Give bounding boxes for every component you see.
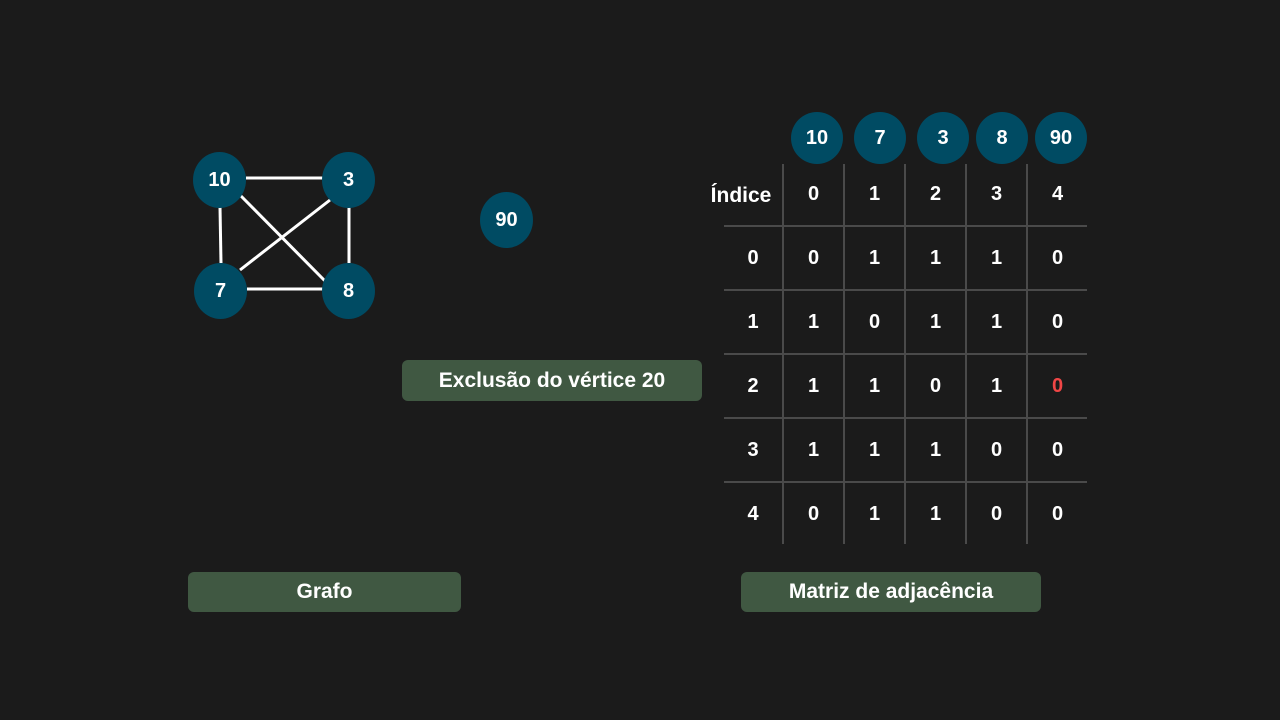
matrix-row-index: 2 [747, 374, 759, 397]
matrix-cell: 0 [1051, 246, 1064, 269]
grid-line [724, 417, 1087, 419]
matrix-cell: 0 [807, 246, 820, 269]
matrix-cell: 1 [929, 246, 942, 269]
graph-node-8[interactable]: 8 [322, 263, 375, 319]
matrix-cell: 1 [868, 374, 881, 397]
edge-10-8 [238, 193, 328, 284]
matrix-cell-highlighted: 0 [1051, 374, 1064, 397]
matrix-cell: 1 [929, 310, 942, 333]
matrix-header-vertex: 3 [917, 112, 969, 164]
graph-node-3[interactable]: 3 [322, 152, 375, 208]
matrix-cell: 1 [807, 374, 820, 397]
matrix-header-vertex: 90 [1035, 112, 1087, 164]
matrix-cell: 1 [929, 502, 942, 525]
matrix-row-index: 0 [747, 246, 759, 269]
matrix-col-index: 4 [1051, 182, 1064, 205]
matrix-cell: 1 [868, 438, 881, 461]
matrix-header-vertex: 7 [854, 112, 906, 164]
matrix-row-index: 1 [747, 310, 759, 333]
grid-line [724, 481, 1087, 483]
matrix-cell: 0 [807, 502, 820, 525]
matrix-cell: 0 [1051, 310, 1064, 333]
matrix-cell: 1 [990, 374, 1003, 397]
matrix-cell: 0 [1051, 438, 1064, 461]
matrix-cell: 1 [990, 310, 1003, 333]
matrix-cell: 0 [868, 310, 881, 333]
matrix-row-index: 4 [747, 502, 759, 525]
matrix-header-vertex: 10 [791, 112, 843, 164]
matrix-caption: Matriz de adjacência [741, 572, 1041, 612]
matrix-row-index: 3 [747, 438, 759, 461]
edge-10-7 [218, 206, 223, 264]
matrix-col-index: 3 [990, 182, 1003, 205]
graph-caption: Grafo [188, 572, 461, 612]
matrix-cell: 0 [990, 502, 1003, 525]
matrix-cell: 0 [929, 374, 942, 397]
matrix-corner-label: Índice [710, 184, 772, 207]
matrix-cell: 0 [990, 438, 1003, 461]
matrix-header-vertex: 8 [976, 112, 1028, 164]
matrix-cell: 0 [1051, 502, 1064, 525]
grid-line [724, 225, 1087, 227]
status-message: Exclusão do vértice 20 [402, 360, 702, 401]
matrix-col-index: 0 [807, 182, 820, 205]
edge-3-7 [239, 198, 331, 272]
matrix-cell: 1 [868, 246, 881, 269]
matrix-col-index: 1 [868, 182, 881, 205]
matrix-cell: 1 [807, 310, 820, 333]
grid-line [724, 289, 1087, 291]
matrix-cell: 1 [990, 246, 1003, 269]
matrix-cell: 1 [868, 502, 881, 525]
graph-node-90[interactable]: 90 [480, 192, 533, 248]
graph-node-10[interactable]: 10 [193, 152, 246, 208]
matrix-cell: 1 [807, 438, 820, 461]
matrix-cell: 1 [929, 438, 942, 461]
grid-line [724, 353, 1087, 355]
matrix-col-index: 2 [929, 182, 942, 205]
graph-node-7[interactable]: 7 [194, 263, 247, 319]
